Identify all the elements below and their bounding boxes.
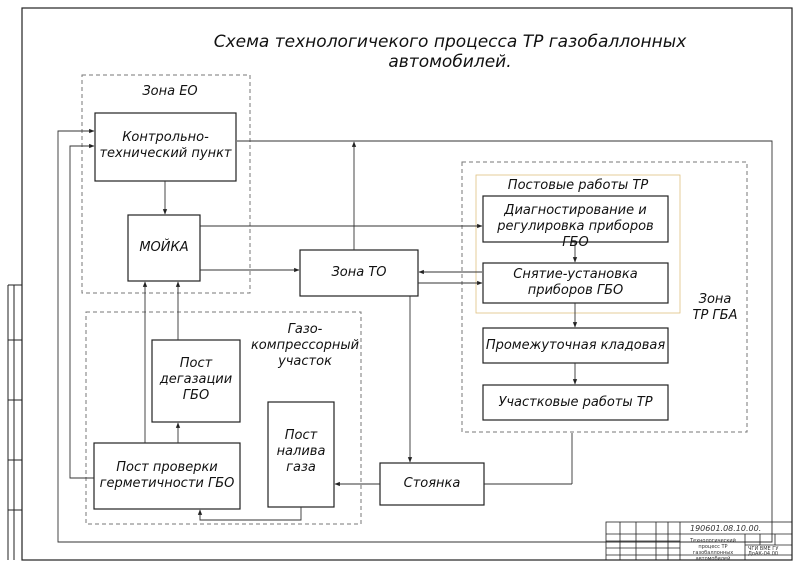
uchast-box <box>482 384 669 421</box>
zone-gas-line-1: Газо- <box>287 322 323 337</box>
snyatie-line-1: Снятие-установка <box>513 267 638 282</box>
post-work-label: Постовые работы ТР <box>507 178 649 193</box>
zone-tr-gba-label: Зона ТР ГБА <box>680 292 750 324</box>
degaz-line-3: ГБО <box>182 388 210 403</box>
zone-eo-frame <box>81 74 251 294</box>
stamp-sheet: ЧГИ ВМЕ ГУ <box>748 546 779 552</box>
klad-box <box>482 327 669 364</box>
degaz-line-1: Пост <box>179 356 213 371</box>
snyatie-box <box>482 262 669 304</box>
ktp-label: Контрольно- технический пункт <box>95 130 236 162</box>
stoyanka-label: Стоянка <box>403 476 461 491</box>
degaz-line-2: дегазации <box>159 372 233 387</box>
naliv-box <box>267 401 335 508</box>
naliv-line-3: газа <box>286 460 316 475</box>
stamp-desc: Технологический процесс ТР газобаллонных… <box>690 538 736 562</box>
zona-to-label: Зона ТО <box>331 265 387 280</box>
diag-line-2: регулировка приборов ГБО <box>497 219 654 250</box>
snyatie-line-2: приборов ГБО <box>527 283 624 298</box>
diag-box <box>482 195 669 243</box>
degaz-box <box>151 339 241 423</box>
klad-label: Промежуточная кладовая <box>485 338 666 353</box>
zone-gas-line-3: участок <box>278 354 332 369</box>
zone-gas-label: Газо- компрессорный участок <box>250 322 360 370</box>
snyatie-label: Снятие-установка приборов ГБО <box>483 267 668 299</box>
diag-label: Диагностирование и регулировка приборов … <box>483 203 668 251</box>
zona-to-box <box>299 249 419 297</box>
zone-gas-frame <box>85 311 362 525</box>
moika-box <box>127 214 201 282</box>
connectors <box>57 128 773 543</box>
proverka-line-2: герметичности ГБО <box>99 476 235 491</box>
ktp-line-2: технический пункт <box>99 146 232 161</box>
zone-tr-gba-line-2: ТР ГБА <box>692 308 738 323</box>
naliv-label: Пост налива газа <box>268 428 334 476</box>
naliv-line-1: Пост <box>284 428 318 443</box>
ktp-box <box>94 112 237 182</box>
zone-tr-gba-line-1: Зона <box>698 292 732 307</box>
zone-gas-line-2: компрессорный <box>250 338 360 353</box>
ktp-line-1: Контрольно- <box>122 130 209 145</box>
post-work-frame <box>475 174 681 314</box>
stoyanka-box <box>379 462 485 506</box>
moika-label: МОЙКА <box>139 240 189 255</box>
diagram-title: Схема технологичекого процесса ТР газоба… <box>213 32 687 72</box>
uchast-label: Участковые работы ТР <box>498 395 653 410</box>
zone-eo-label: Зона ЕО <box>142 84 198 99</box>
naliv-line-2: налива <box>276 444 326 459</box>
proverka-line-1: Пост проверки <box>116 460 218 475</box>
proverka-label: Пост проверки герметичности ГБО <box>94 460 240 492</box>
stamp-code: 190601.08.10.00. <box>690 524 762 533</box>
proverka-box <box>93 442 241 510</box>
title-block <box>605 521 793 561</box>
degaz-label: Пост дегазации ГБО <box>152 356 240 404</box>
stamp-group: ДоАК-04.00 <box>748 551 779 557</box>
zone-tr-gba-frame <box>461 161 748 433</box>
sheet-frame <box>21 7 793 561</box>
diag-line-1: Диагностирование и <box>504 203 647 218</box>
